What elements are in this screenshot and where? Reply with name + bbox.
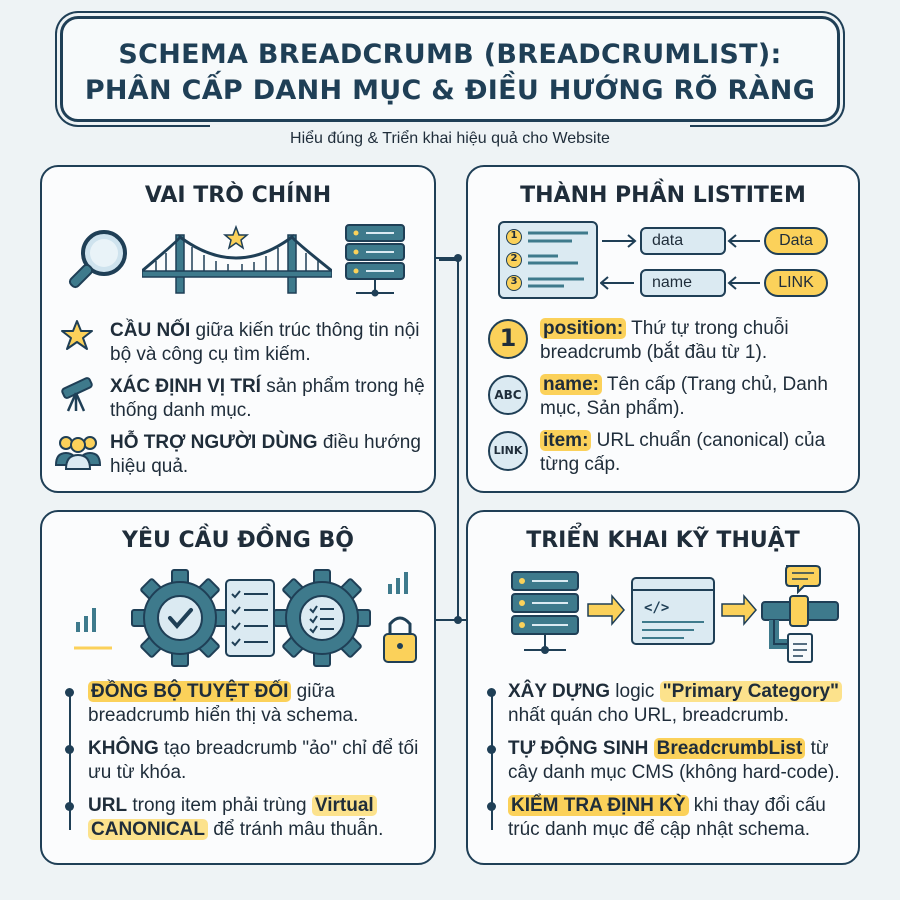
list-num-2: 2: [506, 252, 522, 268]
tech-item-2-text-b: từ cây danh mục CMS (không hard-code).: [508, 738, 840, 783]
position-badge: 1: [488, 319, 528, 359]
server-icon: [345, 224, 405, 297]
star-icon: [61, 320, 93, 350]
list-num-3: 3: [506, 275, 522, 291]
tech-item-3-key: KIỂM TRA ĐỊNH KỲ: [508, 795, 689, 816]
tech-bullet-1: [487, 688, 496, 697]
tech-item-1-key: XÂY DỰNG: [508, 681, 610, 702]
listitem-item-3: item: URL chuẩn (canonical) của từng cấp…: [540, 429, 850, 477]
tech-pipeline-icon: </>: [511, 565, 839, 663]
sync-item-3: URL trong item phải trùng Virtual CANONI…: [88, 794, 428, 842]
listitem-item-2-text: Tên cấp (Trang chủ, Danh mục, Sản phẩm).: [540, 374, 828, 419]
card-sync-title: YÊU CẦU ĐỒNG BỘ: [122, 528, 354, 553]
tech-bullet-3: [487, 802, 496, 811]
card-roles: VAI TRÒ CHÍNH: [40, 165, 436, 493]
users-icon: [54, 436, 102, 470]
link-badge: LINK: [488, 431, 528, 471]
role-item-1-key: CẦU NỐI: [110, 320, 191, 341]
sync-timeline: [69, 690, 71, 830]
tech-item-2: TỰ ĐỘNG SINH BreadcrumbList từ cây danh …: [508, 737, 856, 785]
box-data: data: [640, 227, 726, 255]
sync-item-3-hl1: Virtual: [311, 795, 377, 816]
svg-text:</>: </>: [644, 600, 669, 616]
card-tech-title: TRIỂN KHAI KỸ THUẬT: [526, 528, 800, 553]
title-line-1: SCHEMA BREADCRUMB (BREADCRUMLIST):: [118, 39, 782, 70]
card-sync: YÊU CẦU ĐỒNG BỘ: [40, 510, 436, 865]
magnifier-icon: [68, 230, 127, 289]
sync-item-2-text: tạo breadcrumb "ảo" chỉ để tối ưu từ khó…: [88, 738, 419, 783]
role-item-1: CẦU NỐI giữa kiến trúc thông tin nội bộ …: [110, 319, 430, 367]
tech-bullet-2: [487, 745, 496, 754]
sync-item-1-text: giữa breadcrumb hiển thị và schema.: [88, 681, 359, 726]
page-title: SCHEMA BREADCRUMB (BREADCRUMLIST): PHÂN …: [63, 37, 837, 109]
sync-item-2: KHÔNG tạo breadcrumb "ảo" chỉ để tối ưu …: [88, 737, 428, 785]
listitem-item-2: name: Tên cấp (Trang chủ, Danh mục, Sản …: [540, 373, 850, 421]
sync-item-3-text-a: trong item phải trùng: [127, 795, 312, 816]
listitem-item-1: position: Thứ tự trong chuỗi breadcrumb …: [540, 317, 850, 365]
card-listitem: THÀNH PHẦN LISTITEM 1 2 3 data name Data…: [466, 165, 860, 493]
sync-item-1: ĐỒNG BỘ TUYỆT ĐỐI giữa breadcrumb hiển t…: [88, 680, 428, 728]
listitem-item-2-key: name:: [540, 374, 602, 395]
role-item-2-key: XÁC ĐỊNH VỊ TRÍ: [110, 376, 261, 397]
list-num-1: 1: [506, 229, 522, 245]
listitem-item-1-key: position:: [540, 318, 627, 339]
tech-item-3-text: khi thay đổi cấu trúc danh mục để cập nh…: [508, 795, 826, 840]
box-name: name: [640, 269, 726, 297]
title-line-2: PHÂN CẤP DANH MỤC & ĐIỀU HƯỚNG RÕ RÀNG: [84, 75, 816, 106]
list-lines: [528, 231, 588, 288]
tech-item-3: KIỂM TRA ĐỊNH KỲ khi thay đổi cấu trúc d…: [508, 794, 856, 842]
sync-item-1-key: ĐỒNG BỘ TUYỆT ĐỐI: [88, 681, 292, 702]
tech-item-1-text-b: nhất quán cho URL, breadcrumb.: [508, 705, 789, 726]
sync-item-3-key: URL: [88, 795, 128, 816]
listitem-item-1-text: Thứ tự trong chuỗi breadcrumb (bắt đầu t…: [540, 318, 789, 363]
header-banner: SCHEMA BREADCRUMB (BREADCRUMLIST): PHÂN …: [60, 16, 840, 122]
tech-item-1: XÂY DỰNG logic "Primary Category" nhất q…: [508, 680, 856, 728]
tech-timeline: [491, 690, 493, 830]
bridge-icon: [142, 225, 332, 294]
listitem-item-3-text: URL chuẩn (canonical) của từng cấp.: [540, 430, 826, 475]
card-listitem-title: THÀNH PHẦN LISTITEM: [520, 183, 806, 208]
sync-bullet-1: [65, 688, 74, 697]
tag-link: LINK: [764, 269, 828, 297]
telescope-icon: [61, 377, 93, 412]
listitem-item-3-key: item:: [540, 430, 592, 451]
page-subtitle: Hiểu đúng & Triển khai hiệu quả cho Webs…: [290, 130, 610, 147]
sync-bullet-2: [65, 745, 74, 754]
card-tech: TRIỂN KHAI KỸ THUẬT </>: [466, 510, 860, 865]
tech-item-1-hl: "Primary Category": [659, 681, 843, 702]
sync-bullet-3: [65, 802, 74, 811]
card-roles-title: VAI TRÒ CHÍNH: [144, 183, 332, 208]
sync-item-2-key: KHÔNG: [88, 738, 159, 759]
role-item-3-key: HỖ TRỢ NGƯỜI DÙNG: [110, 432, 318, 453]
sync-gears-icon: [74, 569, 417, 667]
tag-data: Data: [764, 227, 828, 255]
role-item-3-text: điều hướng hiệu quả.: [110, 432, 421, 477]
sync-item-3-hl2: CANONICAL: [88, 819, 208, 840]
tech-item-2-hl: BreadcrumbList: [653, 738, 806, 759]
subtitle-wrap: Hiểu đúng & Triển khai hiệu quả cho Webs…: [210, 125, 690, 153]
arrows-diagram: [600, 234, 760, 290]
tech-item-2-key: TỰ ĐỘNG SINH: [508, 738, 649, 759]
abc-badge: ABC: [488, 375, 528, 415]
role-item-2-text: sản phẩm trong hệ thống danh mục.: [110, 376, 425, 421]
role-item-3: HỖ TRỢ NGƯỜI DÙNG điều hướng hiệu quả.: [110, 431, 430, 479]
role-item-2: XÁC ĐỊNH VỊ TRÍ sản phẩm trong hệ thống …: [110, 375, 430, 423]
tech-item-1-text-a: logic: [610, 681, 660, 702]
role-item-1-text: giữa kiến trúc thông tin nội bộ và công …: [110, 320, 420, 365]
sync-item-3-text-b: để tránh mâu thuẫn.: [208, 819, 384, 840]
